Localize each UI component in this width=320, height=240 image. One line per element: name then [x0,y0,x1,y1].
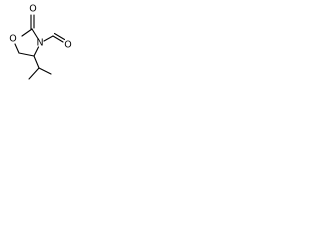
bond-c2-n3 [31,28,40,41]
bond-c4-ch [33,55,40,69]
aldehyde-oxygen-label: O [64,40,71,51]
ring-nitrogen-label: N [36,38,43,49]
ring-oxygen-label: O [9,34,16,45]
bond-ch-methyl-2 [38,67,52,75]
bond-n3-cho [43,35,54,42]
bond-cho-aldehydeO-1 [52,35,64,43]
bond-c5-ringO [14,43,20,54]
structural-formula: O O N O [9,4,72,80]
bond-n3-c4 [33,46,40,57]
bond-ringO-c2 [21,28,33,37]
carbonyl-oxygen-label: O [29,4,36,15]
bond-ch-methyl-1 [28,67,40,80]
bond-cho-aldehydeO-2 [53,32,66,41]
bond-c4-c5 [18,52,35,57]
